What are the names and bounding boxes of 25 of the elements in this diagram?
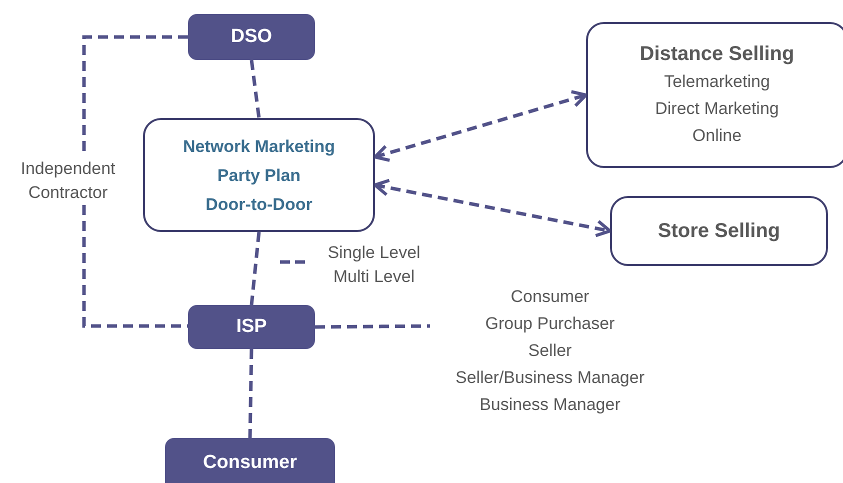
box-text: Party Plan xyxy=(217,164,301,186)
double-arrow xyxy=(373,178,612,238)
role-text: Consumer Group Purchaser Seller Seller/Business Manager Business Manager xyxy=(456,286,644,416)
organization-box xyxy=(188,305,315,349)
connector-line xyxy=(248,348,254,438)
box-text: Network Marketing xyxy=(182,136,336,158)
connector-line xyxy=(82,35,188,328)
box-text: Consumer xyxy=(203,452,297,474)
consumer-box xyxy=(165,438,335,483)
channel-box xyxy=(143,118,375,232)
channel-box xyxy=(586,22,843,168)
box-text: DSO xyxy=(230,26,272,48)
box-text: Door-to-Door xyxy=(206,194,312,216)
connector-line xyxy=(250,60,261,118)
box-heading: Distance Selling xyxy=(640,42,794,67)
connector-line xyxy=(250,232,261,306)
box-text: ISP xyxy=(236,316,267,338)
box-text: Store Selling xyxy=(658,220,780,242)
channel-box xyxy=(610,196,828,266)
connector-line xyxy=(314,324,430,329)
box-text: Telemarketing xyxy=(664,71,770,93)
double-arrow xyxy=(373,90,588,162)
box-text: Online xyxy=(692,125,742,147)
box-text: Direct Marketing xyxy=(655,98,779,120)
organization-box xyxy=(188,14,315,60)
